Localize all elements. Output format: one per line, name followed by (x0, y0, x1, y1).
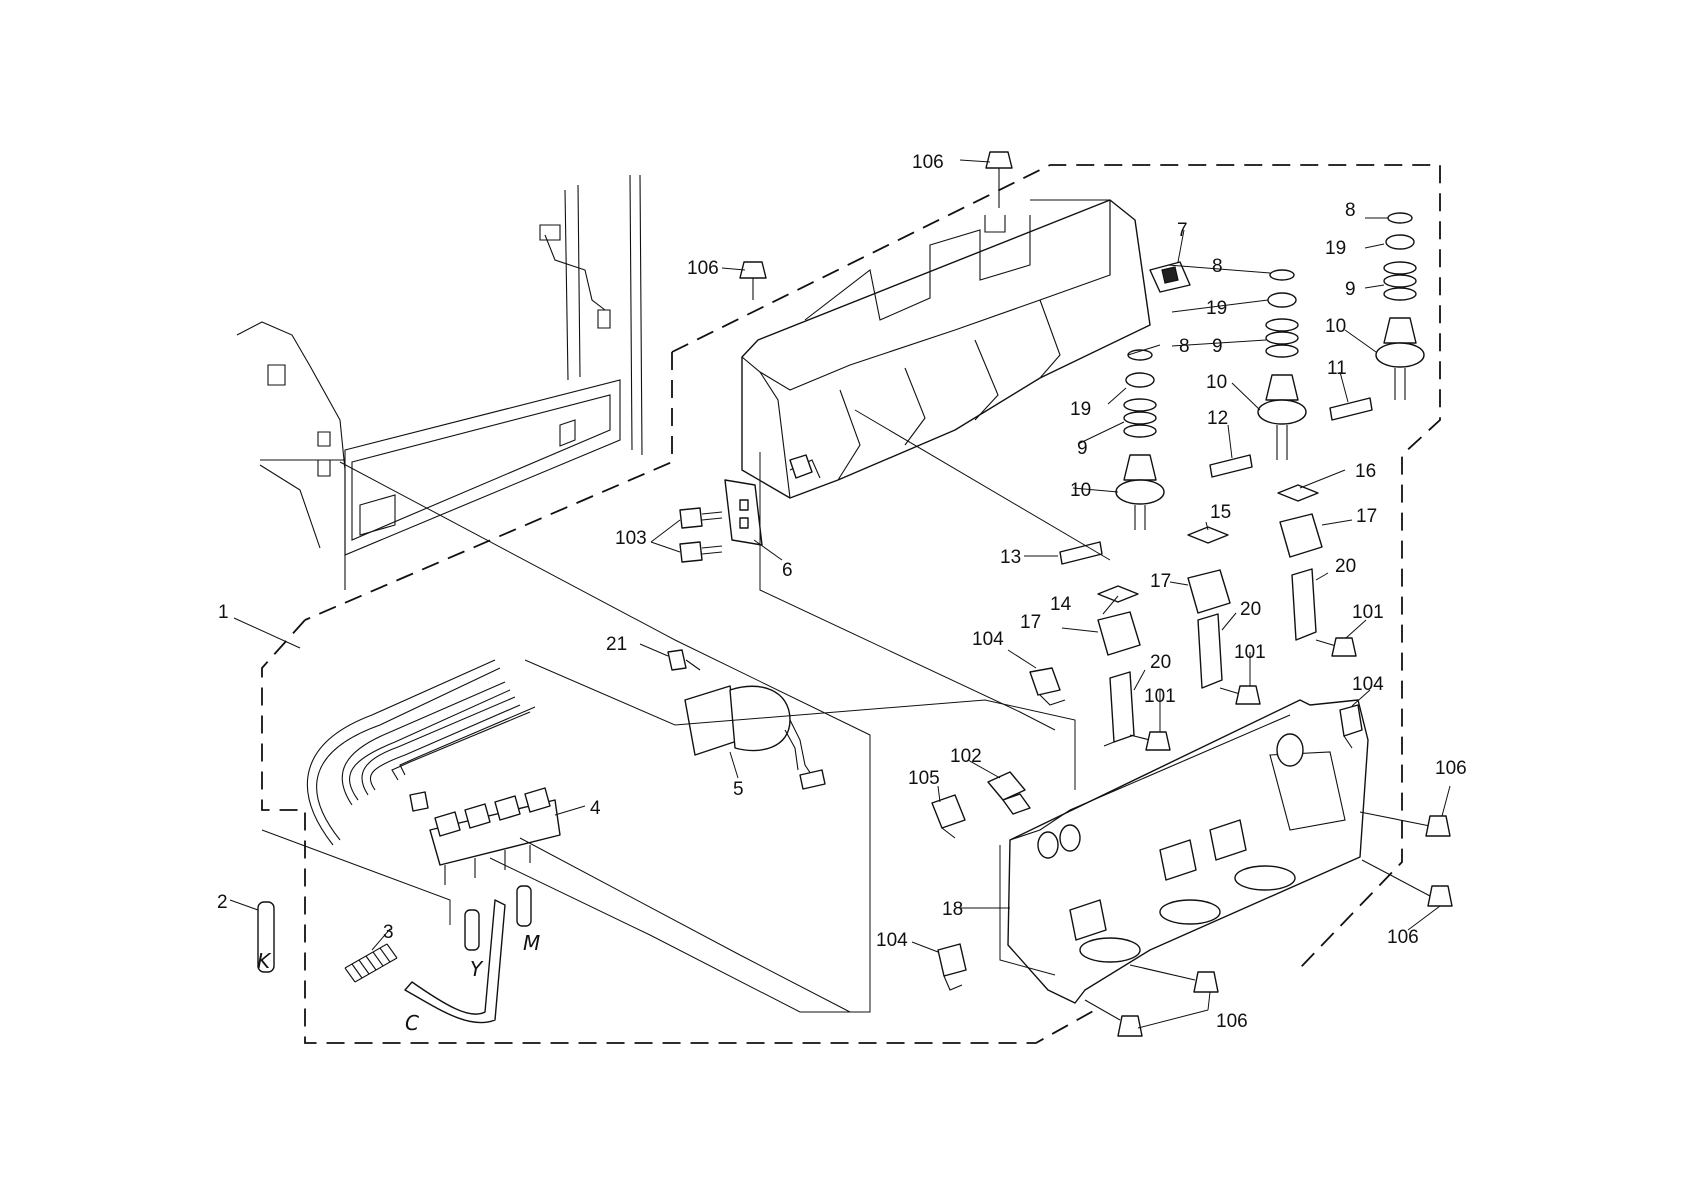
callout-21: 21 (606, 634, 627, 655)
base-frame (1008, 700, 1368, 1003)
callout-101: 101 (1234, 642, 1266, 663)
callout-8: 8 (1212, 256, 1223, 277)
screw-106-right-lower (1362, 860, 1452, 906)
tube-12 (1210, 455, 1252, 477)
callout-1: 1 (218, 602, 229, 623)
callout-9: 9 (1345, 279, 1356, 300)
callout-3: 3 (383, 922, 394, 943)
callout-18: 18 (942, 899, 963, 920)
callout-101: 101 (1352, 602, 1384, 623)
tube-letter-c: C (405, 1011, 419, 1035)
callout-19: 19 (1070, 399, 1091, 420)
callout-19: 19 (1206, 298, 1227, 319)
callout-20: 20 (1150, 652, 1171, 673)
callout-10: 10 (1070, 480, 1091, 501)
tube-letter-k: K (257, 949, 272, 973)
screw-101-right (1316, 638, 1356, 656)
screw-103-upper (680, 508, 722, 528)
cap-column-left (1116, 350, 1164, 530)
sensor-bracket (725, 480, 762, 545)
callout-103: 103 (615, 528, 647, 549)
callout-4: 4 (590, 798, 601, 819)
tube-letter-m: M (523, 931, 540, 955)
callout-104: 104 (972, 629, 1004, 650)
screw-106-bottom-a (1130, 965, 1218, 992)
callout-17: 17 (1020, 612, 1041, 633)
callout-20: 20 (1335, 556, 1356, 577)
callout-16: 16 (1355, 461, 1376, 482)
callout-8: 8 (1179, 336, 1190, 357)
upper-boundary-left-edge (305, 352, 672, 620)
screw-106-upper-left (740, 262, 766, 300)
lower-assembly-boundary (262, 620, 1095, 1043)
waste-ink-tray (742, 200, 1150, 498)
cap-unit-left (1098, 586, 1140, 746)
callout-10: 10 (1206, 372, 1227, 393)
callout-labels: 106 106 7 8 8 8 19 19 19 9 9 9 10 10 10 … (217, 152, 1467, 1032)
clip-102 (988, 772, 1030, 814)
callout-11: 11 (1327, 358, 1347, 379)
tube-13 (1060, 542, 1102, 564)
tube-y (465, 910, 479, 950)
valve-block (410, 788, 560, 885)
callout-17: 17 (1150, 571, 1171, 592)
callout-106: 106 (1216, 1011, 1248, 1032)
machine-frame-outline (237, 175, 642, 590)
screw-101-left (1130, 732, 1170, 750)
screw-106-right-upper (1360, 812, 1450, 836)
callout-12: 12 (1207, 408, 1228, 429)
callout-106: 106 (1435, 758, 1467, 779)
cap-unit-middle (1188, 527, 1230, 688)
callout-14: 14 (1050, 594, 1072, 615)
screw-101-middle (1220, 686, 1260, 704)
callout-15: 15 (1210, 502, 1231, 523)
callout-102: 102 (950, 746, 982, 767)
callout-8: 8 (1345, 200, 1356, 221)
callout-13: 13 (1000, 547, 1021, 568)
callout-106: 106 (1387, 927, 1419, 948)
callout-20: 20 (1240, 599, 1261, 620)
cap-column-middle (1258, 270, 1306, 460)
clip-105 (932, 795, 965, 838)
clip-104-upper (1030, 668, 1065, 705)
screw-103-lower (680, 542, 722, 562)
cap-unit-right (1278, 485, 1322, 640)
callout-6: 6 (782, 560, 793, 581)
tube-letter-y: Y (470, 957, 484, 981)
screw-106-bottom-b (1085, 1000, 1142, 1036)
callout-17: 17 (1356, 506, 1377, 527)
callout-2: 2 (217, 892, 228, 913)
callout-9: 9 (1212, 336, 1223, 357)
tube-11 (1330, 398, 1372, 420)
callout-101: 101 (1144, 686, 1176, 707)
callout-106: 106 (912, 152, 944, 173)
cap-column-right (1376, 213, 1424, 400)
clip-104-lower (938, 944, 966, 990)
callout-10: 10 (1325, 316, 1346, 337)
callout-104: 104 (1352, 674, 1384, 695)
tube-c (405, 900, 505, 1023)
spring-3 (345, 944, 397, 982)
callout-19: 19 (1325, 238, 1346, 259)
callout-106: 106 (687, 258, 719, 279)
callout-105: 105 (908, 768, 940, 789)
callout-7: 7 (1177, 220, 1188, 241)
screw-106-top (986, 152, 1012, 208)
callout-9: 9 (1077, 438, 1088, 459)
callout-104: 104 (876, 930, 908, 951)
tube-m (517, 886, 531, 926)
callout-5: 5 (733, 779, 744, 800)
